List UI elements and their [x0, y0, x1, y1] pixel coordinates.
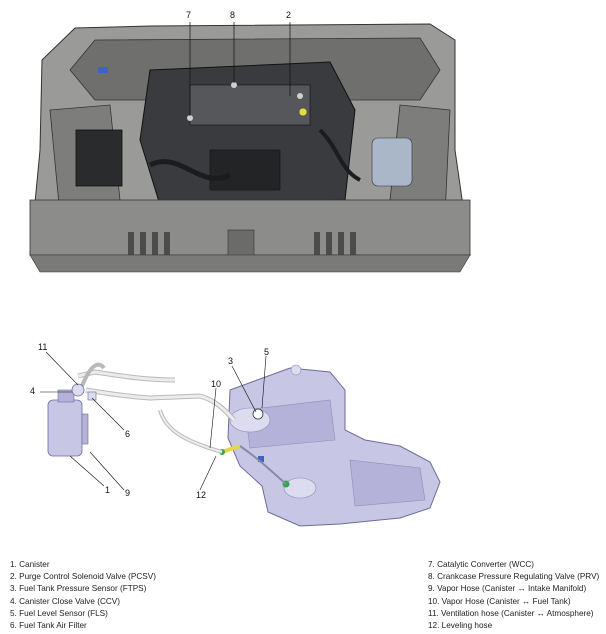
callout-9: 9 — [125, 488, 130, 498]
callout-12: 12 — [196, 490, 206, 500]
evap-system-diagram — [40, 352, 440, 526]
legend-item: 5. Fuel Level Sensor (FLS) — [10, 608, 156, 620]
callout-10: 10 — [211, 379, 221, 389]
callout-7: 7 — [186, 10, 191, 20]
legend-item: 7. Catalytic Converter (WCC) — [428, 559, 599, 571]
callout-4: 4 — [30, 386, 35, 396]
callout-1: 1 — [105, 485, 110, 495]
callout-2: 2 — [286, 10, 291, 20]
engine-bay — [30, 22, 470, 272]
callout-5: 5 — [264, 347, 269, 357]
callout-3: 3 — [228, 356, 233, 366]
legend-item: 4. Canister Close Valve (CCV) — [10, 596, 156, 608]
callout-11: 11 — [38, 342, 47, 352]
legend-item: 8. Crankcase Pressure Regulating Valve (… — [428, 571, 599, 583]
legend-item: 1. Canister — [10, 559, 156, 571]
legend-item: 11. Ventilation hose (Canister ↔ Atmosph… — [428, 608, 599, 620]
legend-item: 12. Leveling hose — [428, 620, 599, 632]
legend-item: 3. Fuel Tank Pressure Sensor (FTPS) — [10, 583, 156, 595]
legend-item: 2. Purge Control Solenoid Valve (PCSV) — [10, 571, 156, 583]
legend-right: 7. Catalytic Converter (WCC) 8. Crankcas… — [428, 559, 599, 632]
legend-item: 10. Vapor Hose (Canister ↔ Fuel Tank) — [428, 596, 599, 608]
legend-item: 9. Vapor Hose (Canister ↔ Intake Manifol… — [428, 583, 599, 595]
callout-6: 6 — [125, 429, 130, 439]
callout-8: 8 — [230, 10, 235, 20]
legend-left: 1. Canister 2. Purge Control Solenoid Va… — [10, 559, 156, 632]
legend-item: 6. Fuel Tank Air Filter — [10, 620, 156, 632]
